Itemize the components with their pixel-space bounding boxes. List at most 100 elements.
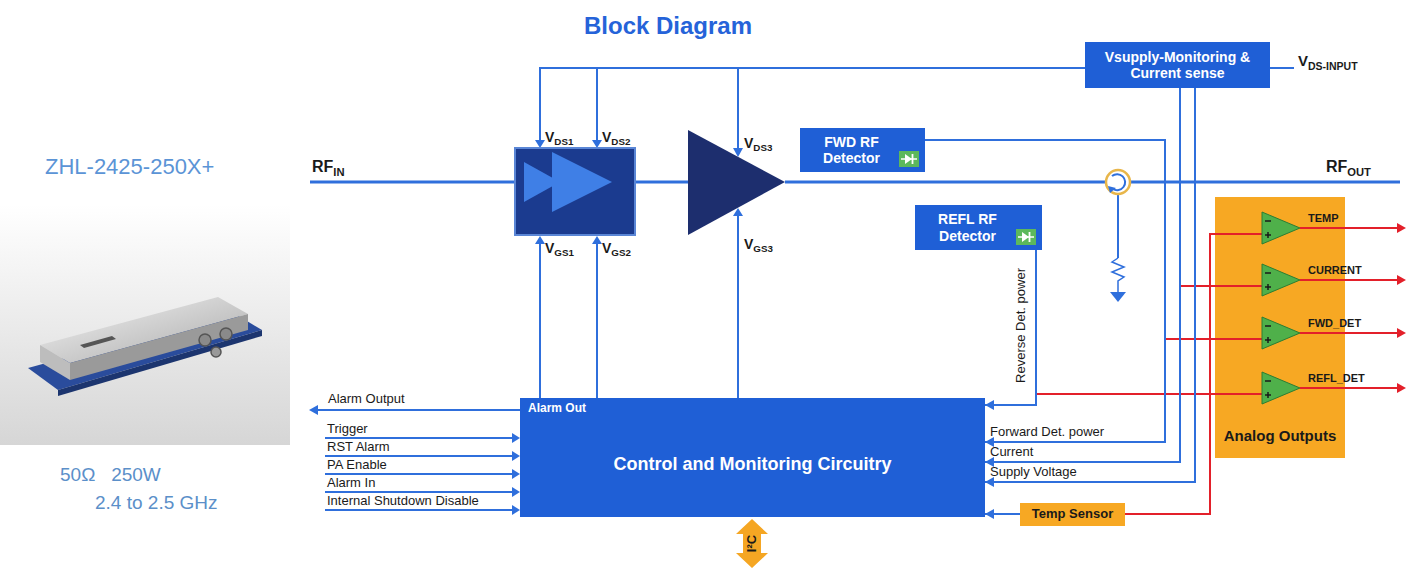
pin-name: VDS-INPUT [1298, 52, 1358, 69]
node-text: REFL RF Detector [923, 211, 1012, 243]
rf-line-part [785, 181, 1400, 184]
pin-name: VDS3 [744, 135, 772, 151]
product-photo-part [220, 328, 232, 340]
signal-connector [1180, 88, 1215, 286]
pin-name: VDS2 [602, 129, 630, 145]
arrow-head [985, 509, 994, 519]
product-photo-part [80, 336, 116, 348]
control-signal-wires-part [325, 437, 513, 439]
product-photo-part [211, 347, 221, 357]
circulator [1106, 170, 1130, 302]
analog-output-head [1397, 275, 1406, 285]
analog-output-head [1397, 223, 1406, 233]
diode-icon-body [1022, 232, 1029, 242]
diode-icon-bar [912, 154, 914, 164]
sensor-box: Temp Sensor [1020, 503, 1125, 526]
monitor-box: Vsupply-Monitoring & Current sense [1085, 42, 1270, 88]
gate-arrow-heads-part [535, 236, 545, 244]
op-amp-symbol [1262, 212, 1300, 244]
control-box: Alarm OutControl and Monitoring Circuitr… [520, 398, 985, 517]
control-signal-heads-part [512, 487, 520, 497]
drain-supply-wires-part [737, 68, 739, 150]
port-name: RFIN [312, 158, 345, 176]
signal-name: Alarm Output [328, 392, 405, 407]
signal-name: PA Enable [327, 458, 387, 473]
diode-icon-body [905, 154, 912, 164]
signal-connector [1125, 234, 1215, 514]
signal-name: CURRENT [1308, 264, 1362, 277]
product-photo-part [70, 314, 248, 380]
subscript: OUT [1347, 166, 1371, 178]
node-text: Vsupply-Monitoring & Current sense [1099, 49, 1256, 81]
control-signal-heads [309, 405, 520, 515]
control-signal-heads-part [512, 505, 520, 515]
connector-line [985, 250, 1036, 405]
circulator-part [1112, 258, 1124, 292]
op-amp-symbol [1262, 264, 1300, 296]
product-photo-part [40, 345, 70, 380]
driver-amplifier-part [552, 152, 612, 212]
op-amp-minus [1265, 325, 1271, 327]
gate-bias-wires-part [737, 214, 739, 398]
rf-line-part [635, 181, 688, 184]
node-text: Alarm Out [528, 402, 586, 416]
connector-label: Reverse Det. power [1014, 268, 1029, 383]
node-text: Control and Monitoring Circuitry [530, 454, 975, 475]
rf-line-part [310, 181, 515, 184]
connector-label: Current [990, 445, 1033, 460]
op-amp-symbol [1262, 372, 1300, 404]
op-amp-plus [1267, 392, 1269, 398]
detector-box: REFL RF Detector [915, 205, 1042, 250]
pin-name: VGS1 [545, 240, 574, 256]
circulator-part [1108, 186, 1116, 193]
control-signal-heads-part [512, 433, 520, 443]
detector-box: FWD RF Detector [800, 128, 925, 172]
subscript: DS2 [611, 136, 630, 147]
op-amp-minus [1265, 380, 1271, 382]
gate-arrow-heads-part [592, 236, 602, 244]
rf-line [310, 181, 1400, 184]
circulator-part [1110, 292, 1126, 302]
drain-supply-wires-part [1270, 67, 1294, 69]
pin-name: VGS3 [744, 236, 773, 252]
drain-arrow-heads-part [592, 140, 602, 148]
connector-line [1036, 250, 1215, 394]
op-amp-input-wire [1215, 233, 1262, 235]
i2c-bus-arrow [736, 519, 768, 568]
driver-amplifier [515, 148, 635, 235]
signal-name: REFL_DET [1308, 372, 1365, 385]
signal-connector [985, 250, 1036, 410]
subscript: IN [333, 166, 344, 178]
signal-connector [1036, 250, 1215, 394]
connector-line [1180, 88, 1215, 286]
connector-line [985, 88, 1195, 482]
control-signal-heads-part [512, 451, 520, 461]
signal-name: Internal Shutdown Disable [327, 494, 479, 509]
op-amp-plus [1267, 232, 1269, 238]
control-signal-wires-part [325, 509, 513, 511]
gate-bias-wires-part [539, 242, 541, 398]
control-signal-heads-part [512, 469, 520, 479]
analog-output-head [1397, 383, 1406, 393]
final-amplifier [688, 130, 785, 235]
analog-output-wire [1300, 387, 1398, 389]
control-signal-wires-part [325, 455, 513, 457]
op-amp-minus [1265, 220, 1271, 222]
control-signal-wires-part [316, 409, 520, 411]
subscript: DS-INPUT [1308, 60, 1358, 72]
diagram-title: Block Diagram [584, 12, 752, 40]
diode-icon [1016, 229, 1036, 245]
subscript: DS1 [554, 136, 573, 147]
analog-output-wire [1300, 227, 1398, 229]
connector-line [925, 140, 1165, 442]
control-signal-wires [316, 410, 520, 510]
bus-name: I²C [745, 535, 760, 552]
node-text: Analog Outputs [1221, 427, 1339, 444]
analog-output-head [1397, 328, 1406, 338]
diode-icon-bar [1029, 232, 1031, 242]
signal-name: Trigger [327, 422, 368, 437]
signal-connector [985, 509, 1020, 519]
signal-name: FWD_DET [1308, 317, 1361, 330]
drain-supply-wires-part [596, 68, 598, 142]
